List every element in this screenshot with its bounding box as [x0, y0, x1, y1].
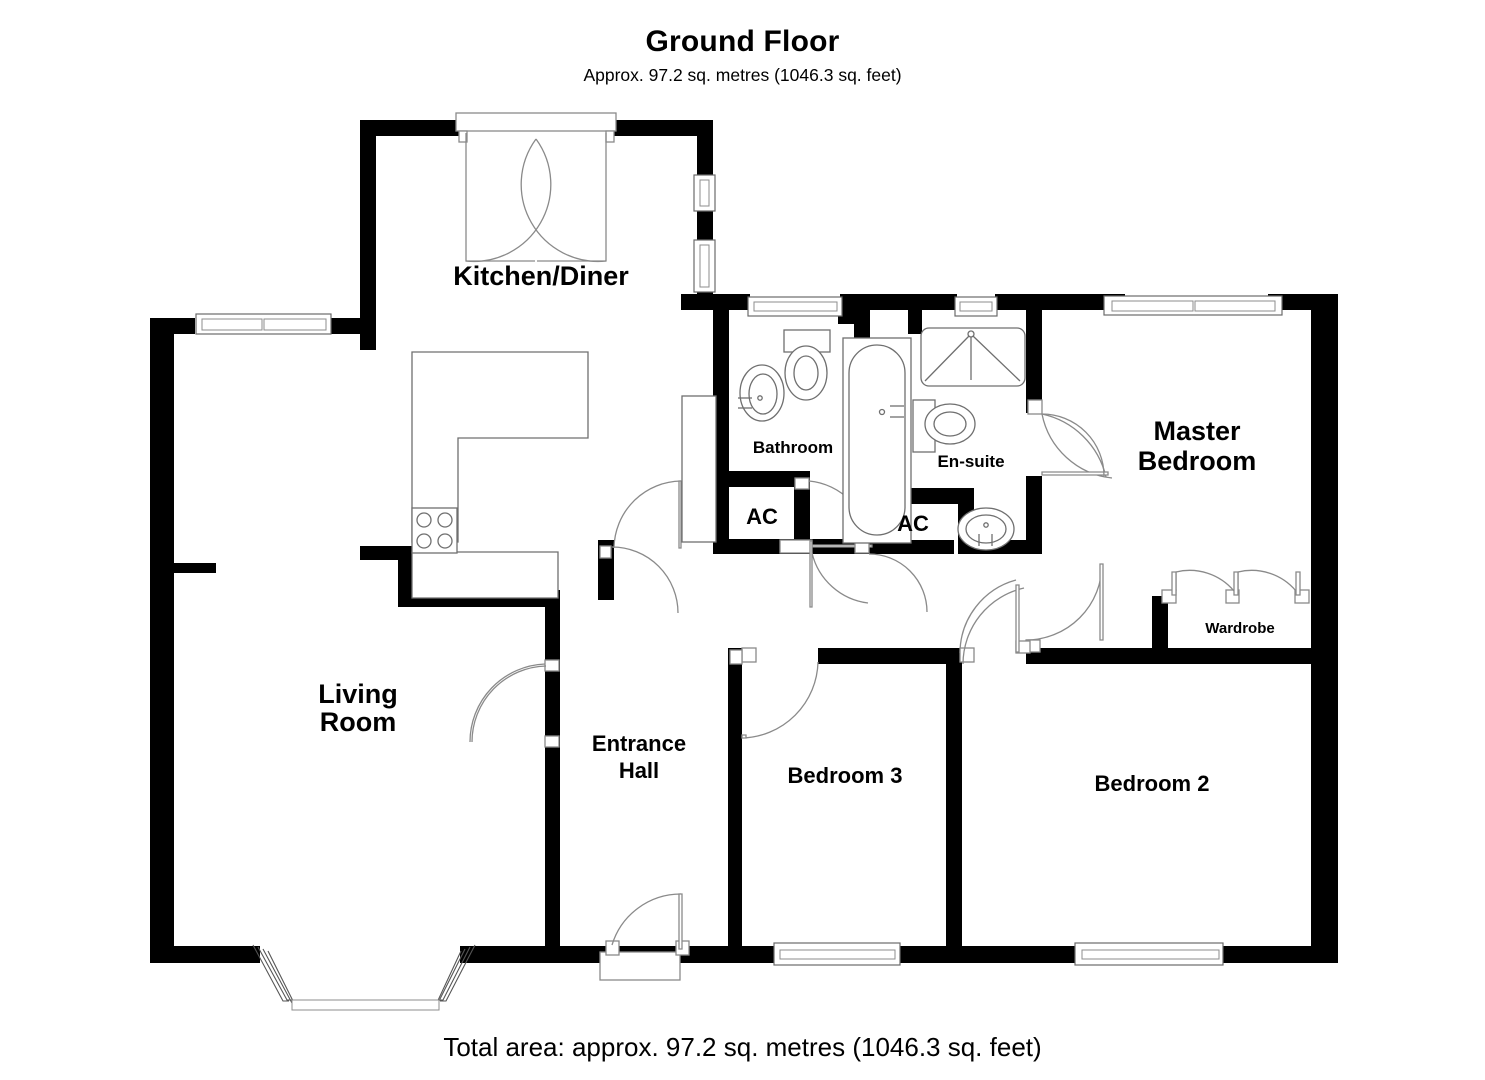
doors-group — [455, 112, 1310, 981]
label-bedroom-2: Bedroom 2 — [1095, 771, 1210, 796]
label-living-room-line2: Room — [320, 707, 397, 737]
kitchen-window-upper — [693, 174, 716, 212]
label-ac-right: AC — [897, 511, 929, 536]
ensuite-door-leaf — [1041, 413, 1105, 477]
wardrobe-doors[interactable] — [1161, 569, 1310, 604]
fixtures-group — [411, 327, 1026, 599]
label-entrance-hall-line1: Entrance — [592, 731, 686, 756]
ensuite-window — [954, 296, 998, 317]
plan-header: Ground Floor Approx. 97.2 sq. metres (10… — [0, 0, 1485, 84]
bedroom2-door[interactable] — [959, 579, 1031, 665]
kitchen-hob — [411, 507, 458, 554]
front-door[interactable] — [599, 893, 690, 981]
kitchen-hall-door[interactable] — [599, 480, 682, 614]
page-subtitle: Approx. 97.2 sq. metres (1046.3 sq. feet… — [583, 64, 902, 85]
plan-footer: Total area: approx. 97.2 sq. metres (104… — [0, 1032, 1485, 1062]
label-bathroom: Bathroom — [753, 438, 833, 457]
ac-left-door[interactable] — [779, 539, 869, 608]
living-bay-window — [252, 944, 476, 1011]
living-hall-door[interactable] — [469, 659, 560, 748]
ensuite-door[interactable] — [1027, 399, 1113, 479]
windows-group — [195, 174, 1283, 1011]
ensuite-toilet — [912, 399, 976, 453]
master-bedroom-door[interactable] — [1025, 563, 1104, 653]
bathroom-bath — [842, 337, 912, 544]
room-labels-group: Kitchen/Diner Living Room Entrance Hall … — [318, 261, 1274, 796]
label-bedroom-3: Bedroom 3 — [788, 763, 903, 788]
label-master-bedroom-line2: Bedroom — [1138, 446, 1257, 476]
bathroom-toilet — [783, 329, 831, 401]
living-window-north — [195, 313, 332, 335]
label-living-room-line1: Living — [318, 679, 398, 709]
label-ensuite: En-suite — [937, 452, 1004, 471]
hall-cupboard — [681, 395, 717, 543]
kitchen-counter — [411, 351, 589, 599]
label-master-bedroom-line1: Master — [1153, 416, 1241, 446]
total-area-text: Total area: approx. 97.2 sq. metres (104… — [443, 1032, 1042, 1062]
label-kitchen-diner: Kitchen/Diner — [453, 261, 629, 291]
master-window — [1103, 295, 1283, 316]
kitchen-french-doors[interactable] — [455, 112, 617, 263]
page-title: Ground Floor — [645, 25, 840, 58]
bathroom-window — [747, 296, 843, 317]
kitchen-window-lower — [693, 239, 716, 293]
bedroom3-window — [773, 942, 901, 966]
bedroom3-door[interactable] — [729, 647, 819, 739]
bedroom2-window — [1074, 942, 1224, 966]
label-entrance-hall-line2: Hall — [619, 758, 659, 783]
label-wardrobe: Wardrobe — [1205, 620, 1274, 637]
label-ac-left: AC — [746, 504, 778, 529]
ensuite-basin — [957, 507, 1015, 551]
wall-structure — [150, 120, 1338, 963]
bathroom-basin — [738, 364, 785, 422]
ensuite-shower — [920, 327, 1026, 387]
